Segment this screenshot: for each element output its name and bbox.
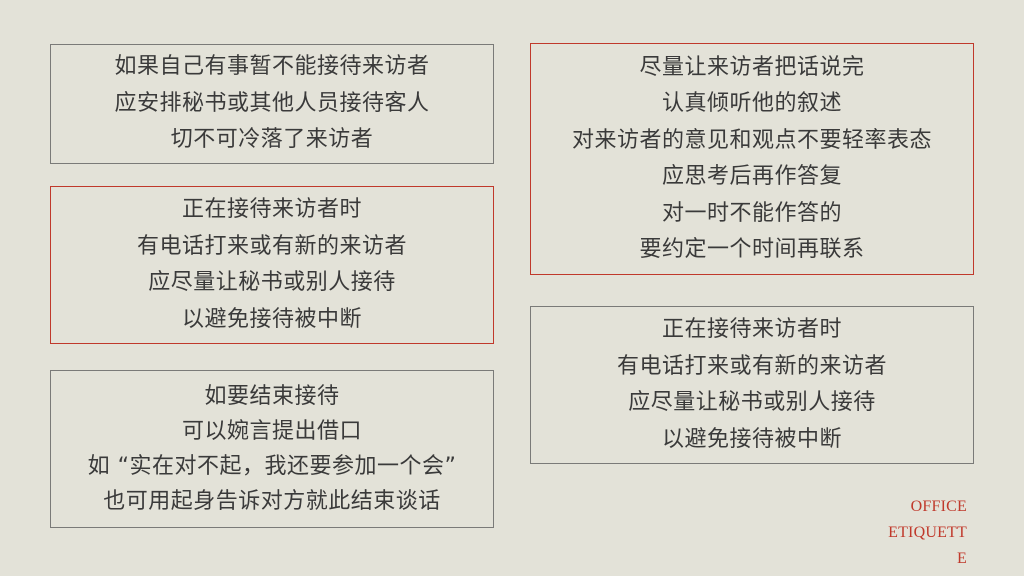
card-line: 有电话打来或有新的来访者 [136, 233, 407, 259]
card-line: 要约定一个时间再联系 [639, 237, 865, 262]
note-card-interruption-repeat: 正在接待来访者时 有电话打来或有新的来访者 应尽量让秘书或别人接待 以避免接待被… [530, 306, 974, 464]
card-line: 以避免接待被中断 [661, 426, 842, 452]
card-line: 正在接待来访者时 [661, 317, 842, 342]
card-line: 对来访者的意见和观点不要轻率表态 [571, 127, 932, 153]
corner-label-line: E [957, 550, 967, 567]
card-line: 如 “实在对不起，我还要参加一个会” [87, 454, 457, 479]
corner-label-line: OFFICE [910, 498, 967, 515]
card-line: 对一时不能作答的 [661, 200, 842, 226]
card-line: 切不可冷落了来访者 [170, 127, 374, 153]
card-line: 如果自己有事暂不能接待来访者 [114, 54, 430, 80]
card-line: 应尽量让秘书或别人接待 [628, 390, 876, 415]
office-etiquette-label: OFFICE ETIQUETT E [877, 494, 967, 572]
card-line: 应思考后再作答复 [661, 164, 842, 189]
card-line: 认真倾听他的叙述 [661, 91, 842, 116]
card-line: 可以婉言提出借口 [181, 419, 362, 444]
card-line: 正在接待来访者时 [181, 197, 362, 222]
card-line: 应尽量让秘书或别人接待 [148, 270, 396, 295]
note-card-ending-reception: 如要结束接待 可以婉言提出借口 如 “实在对不起，我还要参加一个会” 也可用起身… [50, 370, 494, 528]
note-card-interruption: 正在接待来访者时 有电话打来或有新的来访者 应尽量让秘书或别人接待 以避免接待被… [50, 186, 494, 344]
card-line: 有电话打来或有新的来访者 [616, 353, 887, 379]
card-line: 如要结束接待 [204, 384, 340, 409]
card-line: 以避免接待被中断 [181, 306, 362, 332]
card-line: 应安排秘书或其他人员接待客人 [114, 90, 430, 116]
corner-label-line: ETIQUETT [888, 524, 967, 541]
card-line: 也可用起身告诉对方就此结束谈话 [103, 489, 441, 514]
card-line: 尽量让来访者把话说完 [639, 54, 865, 80]
note-card-listening: 尽量让来访者把话说完 认真倾听他的叙述 对来访者的意见和观点不要轻率表态 应思考… [530, 43, 974, 275]
note-card-unavailable: 如果自己有事暂不能接待来访者 应安排秘书或其他人员接待客人 切不可冷落了来访者 [50, 44, 494, 164]
